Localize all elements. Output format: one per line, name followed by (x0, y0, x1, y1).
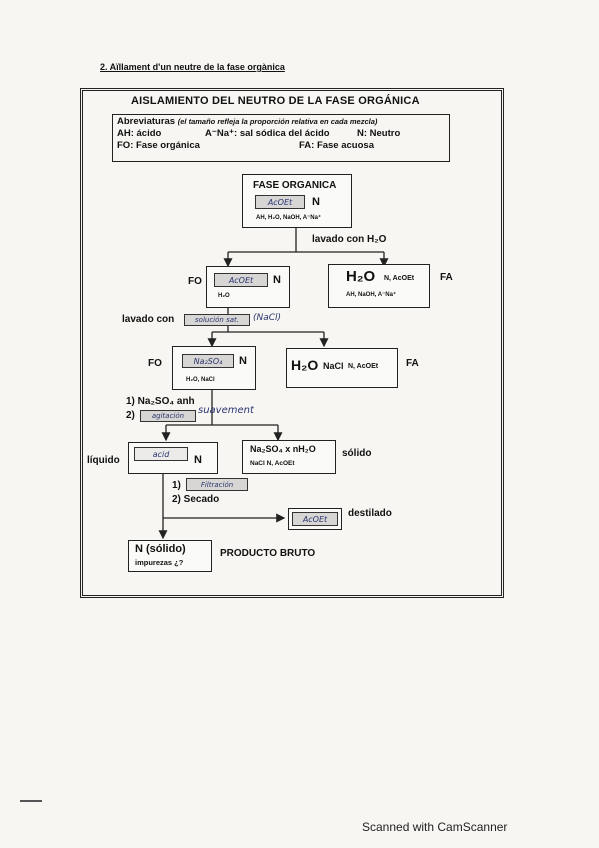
fa3-main: H₂O (291, 357, 319, 373)
fo3-box (172, 346, 256, 390)
fo2-label: FO (188, 276, 202, 287)
fo2-contents: H₂O (218, 293, 230, 299)
wash2-label: lavado con (122, 314, 175, 325)
fo3-n: N (239, 355, 247, 367)
fa3-side: N, AcOEt (348, 363, 379, 370)
fa2-side: N, AcOEt (384, 275, 415, 282)
fo3-label: FO (148, 358, 162, 369)
product-box (128, 540, 212, 572)
fa3-label: FA (406, 358, 419, 369)
drying-step2-fill: agitación (140, 410, 196, 422)
liquid-fill: acid (134, 447, 188, 461)
filtration-num: 1) (172, 480, 181, 491)
fa3-box (286, 348, 398, 388)
fo2-fill: AcOEt (214, 273, 268, 287)
distillate-label: destilado (348, 508, 392, 519)
drying-step1: 1) Na₂SO₄ anh (126, 396, 195, 407)
solid-box (242, 440, 336, 474)
abbr-n: N: Neutro (357, 128, 401, 139)
fa2-label: FA (440, 272, 453, 283)
solid-contents: NaCl N, AcOEt (250, 460, 295, 467)
product-impurities: impurezas ¿? (135, 558, 184, 567)
drying-step2-handwritten: suavement (198, 405, 254, 416)
drying-step2-num: 2) (126, 410, 135, 421)
abbreviations-box: Abreviaturas (el tamaño refleja la propo… (112, 114, 450, 162)
fa3-nacl: NaCl (323, 361, 344, 371)
organic-phase-fill: AcOEt (255, 195, 305, 209)
abbr-ah: AH: ácido (117, 128, 162, 139)
wash2-fill: solución sat. (184, 314, 250, 326)
fo3-contents: H₂O, NaCl (186, 377, 215, 383)
organic-phase-n: N (312, 196, 320, 208)
abbr-fa: FA: Fase acuosa (299, 140, 374, 151)
abbr-ana: A⁻Na⁺: sal sódica del ácido (205, 128, 330, 139)
diagram-title: AISLAMIENTO DEL NEUTRO DE LA FASE ORGÁNI… (131, 95, 420, 107)
filtration-fill: Filtración (186, 478, 248, 491)
section-heading: 2. Aïllament d'un neutre de la fase orgà… (100, 62, 285, 72)
solid-label: sólido (342, 448, 372, 459)
scanner-watermark: Scanned with CamScanner (362, 820, 508, 834)
scan-mark (20, 800, 42, 802)
liquid-label: líquido (87, 455, 120, 466)
abbreviations-note: (el tamaño refleja la proporción relativ… (177, 117, 378, 126)
fo2-n: N (273, 274, 281, 286)
fa2-main: H₂O (346, 268, 376, 285)
abbreviations-label: Abreviaturas (117, 116, 176, 127)
abbr-fo: FO: Fase orgánica (117, 140, 200, 151)
fo3-fill: Na₂SO₄ (182, 354, 234, 368)
fa2-contents: AH, NaOH, A⁻Na⁺ (346, 292, 397, 298)
solid-main: Na₂SO₄ x nH₂O (250, 444, 316, 454)
organic-phase-contents: AH, H₂O, NaOH, A⁻Na⁺ (256, 215, 322, 221)
product-label: PRODUCTO BRUTO (220, 548, 316, 559)
diagram-frame (80, 88, 504, 598)
product-main: N (sólido) (135, 543, 186, 555)
wash1-label: lavado con H₂O (312, 234, 387, 245)
organic-phase-title: FASE ORGANICA (253, 180, 337, 191)
liquid-n: N (194, 454, 202, 466)
distillate-fill: AcOEt (292, 512, 338, 526)
fa2-box (328, 264, 430, 308)
wash2-handwritten: (NaCl) (253, 313, 282, 323)
drying-final: 2) Secado (172, 494, 220, 505)
